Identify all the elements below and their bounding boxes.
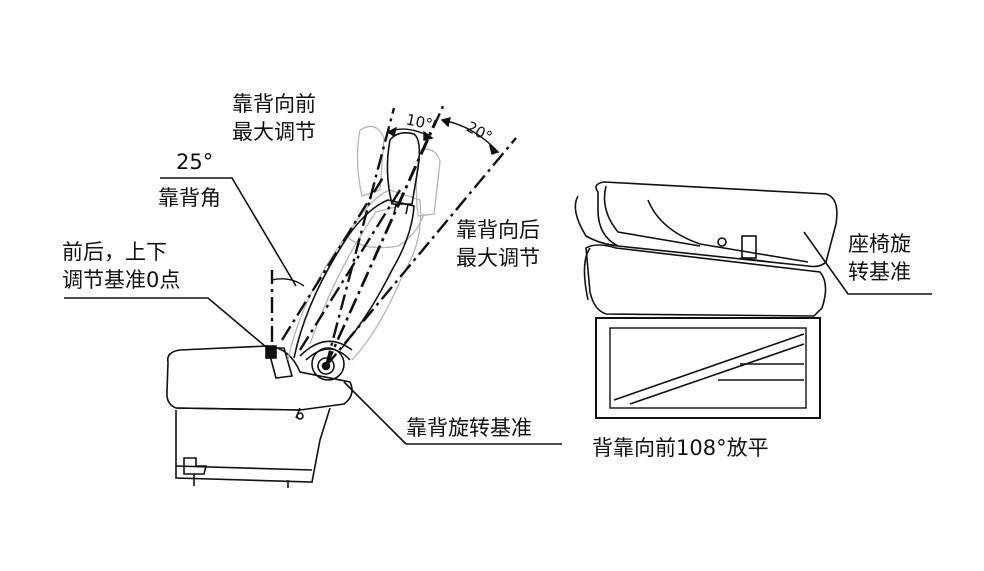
box-diagonal-1	[613, 333, 805, 401]
caption-fold-flat: 背靠向前108°放平	[592, 436, 769, 460]
leader-adjust-origin	[64, 297, 273, 353]
label-angle-25: 25°	[176, 150, 214, 174]
label-seat-pivot-ref-line1: 座椅旋	[848, 232, 911, 256]
folded-seat	[574, 181, 838, 419]
angle-dimensions	[271, 117, 500, 287]
recliner-lever	[266, 347, 294, 379]
leader-lines-left	[64, 177, 562, 445]
arrow-10-right	[423, 130, 434, 141]
label-backrest-backward-max-line2: 最大调节	[456, 246, 540, 270]
label-backrest-backward-max-line1: 靠背向后	[456, 218, 540, 242]
headrest	[386, 132, 421, 205]
leader-backrest-angle	[160, 177, 297, 287]
arrow-20-right	[488, 144, 500, 155]
pivot-hub	[317, 357, 335, 375]
headrest-post-2	[405, 203, 409, 215]
storage-box-inner	[609, 327, 807, 409]
label-adjust-origin-line1: 前后，上下	[62, 240, 167, 264]
label-backrest-angle: 靠背角	[158, 186, 221, 210]
rear-bolster	[574, 195, 619, 247]
pivot-pin	[717, 237, 727, 247]
hinge-bracket	[741, 235, 757, 259]
folded-cushion	[585, 244, 827, 317]
hinge-base	[739, 257, 771, 263]
folded-backrest-seam	[647, 199, 809, 263]
side-view-seat	[166, 340, 353, 488]
arrow-10-left	[386, 126, 398, 138]
leader-lines-right	[803, 231, 932, 295]
folded-backrest-edge	[603, 185, 701, 247]
forward-max-line	[324, 107, 396, 367]
box-diagonal-2	[629, 343, 805, 405]
arrow-20-left	[440, 117, 451, 128]
backrest-outline	[293, 199, 415, 359]
label-backrest-forward-max-line1: 靠背向前	[232, 92, 316, 116]
leader-pivot-ref	[343, 381, 407, 445]
label-adjust-origin-line2: 调节基准0点	[62, 268, 181, 292]
pivot-arc-inner	[305, 348, 351, 361]
torso-line-1	[280, 175, 386, 341]
backrest-current	[293, 132, 421, 359]
mid-line	[324, 103, 446, 367]
angle-25-arc	[271, 278, 305, 287]
label-seat-pivot-ref: 座椅旋 转基准	[848, 230, 911, 286]
label-seat-pivot-ref-line2: 转基准	[848, 260, 911, 284]
rear-max-line	[325, 137, 517, 367]
backrest-ghost-outlines	[287, 125, 441, 361]
leader-seat-pivot-ref	[803, 231, 932, 295]
seat-base	[175, 407, 331, 483]
label-angle-10: 10°	[404, 110, 435, 134]
backrest-rear-inner	[309, 205, 401, 345]
base-bolt	[296, 412, 304, 420]
label-backrest-pivot-ref: 靠背旋转基准	[406, 416, 532, 440]
pivot-housing	[311, 347, 345, 381]
reference-lines	[270, 103, 517, 367]
seat-cushion	[166, 345, 353, 411]
label-backrest-forward-max: 靠背向前 最大调节	[232, 90, 316, 146]
cushion-front	[583, 247, 591, 301]
label-backrest-forward-max-line2: 最大调节	[232, 120, 316, 144]
torso-line-2	[298, 189, 402, 351]
cushion-base-line	[175, 407, 301, 411]
storage-box	[595, 317, 821, 419]
label-adjust-origin: 前后，上下 调节基准0点	[62, 238, 180, 294]
base-latch	[183, 457, 208, 475]
pivot-arc	[299, 340, 353, 357]
folded-backrest	[595, 181, 838, 268]
label-backrest-backward-max: 靠背向后 最大调节	[456, 216, 540, 272]
